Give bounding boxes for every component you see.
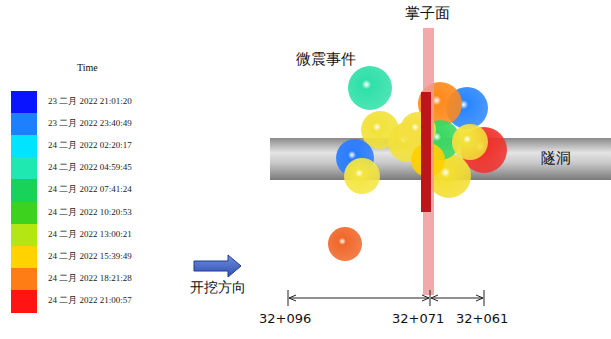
chainage-label: 32+071	[392, 312, 444, 325]
legend-text: 24 二月 2022 15:39:49	[48, 252, 132, 261]
legend-text: 23 二月 2022 21:01:20	[48, 97, 132, 106]
dimension-line	[288, 290, 484, 306]
chainage-label: 32+096	[259, 312, 311, 325]
legend-text: 23 二月 2022 23:40:49	[48, 119, 132, 128]
event-label: 微震事件	[296, 52, 356, 67]
legend-swatch	[11, 246, 37, 269]
event-sphere	[348, 66, 392, 110]
legend-title: Time	[77, 63, 98, 73]
legend-text: 24 二月 2022 21:00:57	[48, 296, 132, 305]
legend-swatch	[11, 202, 37, 225]
legend-swatch	[11, 268, 37, 291]
event-sphere	[452, 124, 488, 160]
legend-swatch	[11, 157, 37, 180]
legend-swatch	[11, 91, 37, 114]
microseismic-events	[328, 66, 507, 261]
face-label: 掌子面	[405, 6, 450, 21]
legend-text: 24 二月 2022 02:20:17	[48, 141, 132, 150]
legend-swatch	[11, 224, 37, 247]
face-section	[421, 92, 431, 212]
legend-swatch	[11, 290, 37, 313]
legend-text: 24 二月 2022 10:20:53	[48, 208, 132, 217]
event-sphere	[344, 158, 380, 194]
direction-arrow	[194, 255, 241, 277]
event-sphere	[328, 227, 362, 261]
legend-swatch	[11, 135, 37, 158]
legend-swatch	[11, 113, 37, 136]
chainage-label: 32+061	[456, 312, 508, 325]
tunnel-label: 隧洞	[541, 151, 571, 166]
legend-text: 24 二月 2022 18:21:28	[48, 274, 132, 283]
legend-swatch	[11, 179, 37, 202]
legend-text: 24 二月 2022 07:41:24	[48, 185, 132, 194]
legend-text: 24 二月 2022 04:59:45	[48, 163, 132, 172]
direction-label: 开挖方向	[190, 280, 246, 294]
legend-text: 24 二月 2022 13:00:21	[48, 230, 132, 239]
